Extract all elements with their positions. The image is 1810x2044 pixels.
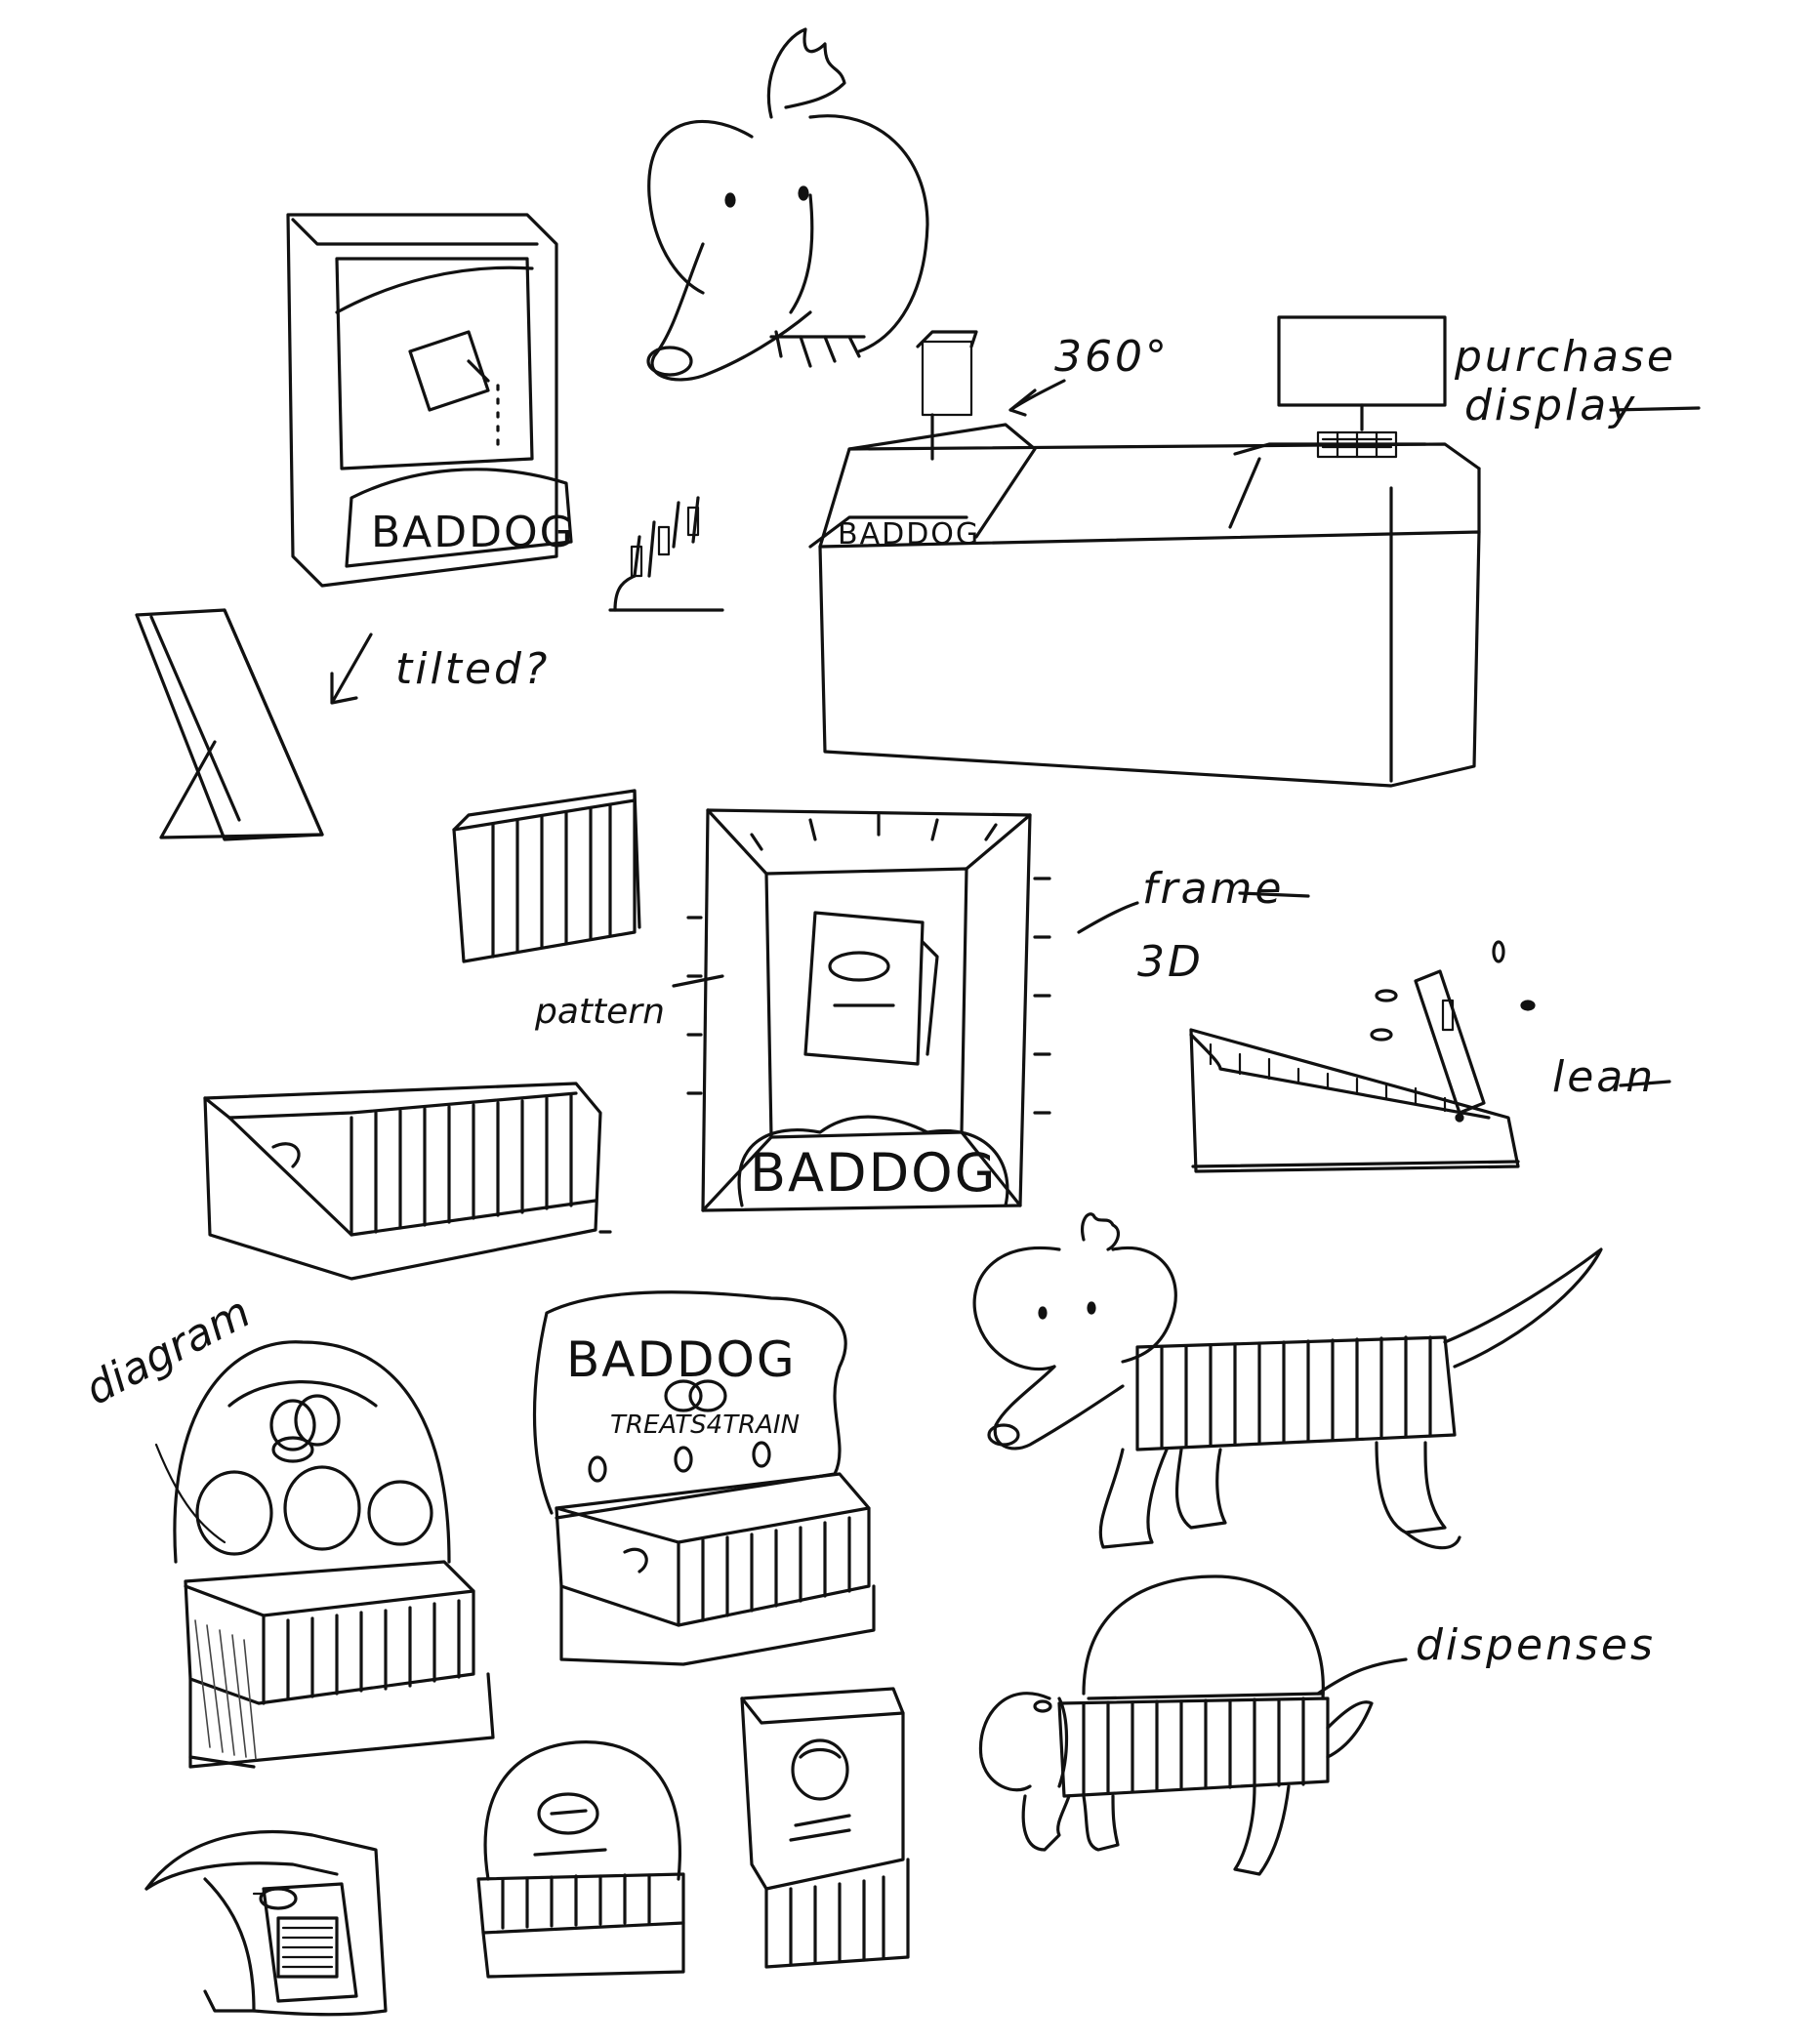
- tilted-note: tilted?: [330, 633, 550, 705]
- box-circle-display-sketch: [740, 1687, 910, 1969]
- lean-underline: [1619, 1080, 1671, 1087]
- frame-label: frame: [1142, 864, 1284, 914]
- dog-head-sketch: [646, 27, 929, 382]
- brand-label-frame: BADDOG: [750, 1142, 998, 1204]
- tilted-label: tilted?: [395, 644, 550, 694]
- purchase-underline: [1609, 406, 1701, 412]
- wedge-crate-sketch: [203, 1082, 612, 1281]
- long-dog-crate-sketch: [972, 1212, 1603, 1550]
- round-dome-dispenser-sketch: [476, 1740, 685, 1979]
- counter-purchase-display-sketch: BADDOG 360°: [808, 315, 1481, 788]
- tilted-stand-sketch: [135, 608, 324, 841]
- pattern-pointer: [672, 974, 724, 988]
- peg-stand-sketch: [608, 496, 724, 612]
- diagram-label: diagram: [77, 1288, 258, 1415]
- purchase-label-line2: display: [1464, 381, 1637, 430]
- frame-underline: [1238, 891, 1310, 898]
- purchase-label-line1: purchase: [1454, 332, 1676, 382]
- rotation-label: 360°: [1054, 332, 1170, 382]
- tall-box-display-sketch: BADDOG: [286, 213, 575, 588]
- small-crate-sketch: [452, 789, 641, 963]
- diagram-dome-dispenser-sketch: [154, 1340, 495, 1769]
- framed-panel-sketch: BADDOG: [686, 808, 1051, 1212]
- lean-wedge-display-sketch: [1189, 940, 1536, 1173]
- lean-label: lean: [1552, 1052, 1656, 1102]
- brand-label-sign: BADDOG: [566, 1331, 797, 1388]
- dome-dog-dispenser-sketch: [978, 1574, 1374, 1876]
- pattern-label: pattern: [534, 992, 665, 1032]
- sign-dispenser-sketch: BADDOG TREATS4TRAIN: [532, 1290, 876, 1666]
- brand-label-counter: BADDOG: [838, 517, 980, 552]
- curved-stand-sketch: [144, 1830, 388, 2017]
- brand-label-tall-box: BADDOG: [371, 508, 575, 557]
- frame-3d-label: 3D: [1137, 937, 1204, 987]
- dispenses-pointer: [1316, 1657, 1408, 1696]
- frame-pointer: [1077, 901, 1139, 934]
- treats-label: TREATS4TRAIN: [610, 1410, 800, 1440]
- dispenses-label: dispenses: [1416, 1620, 1656, 1670]
